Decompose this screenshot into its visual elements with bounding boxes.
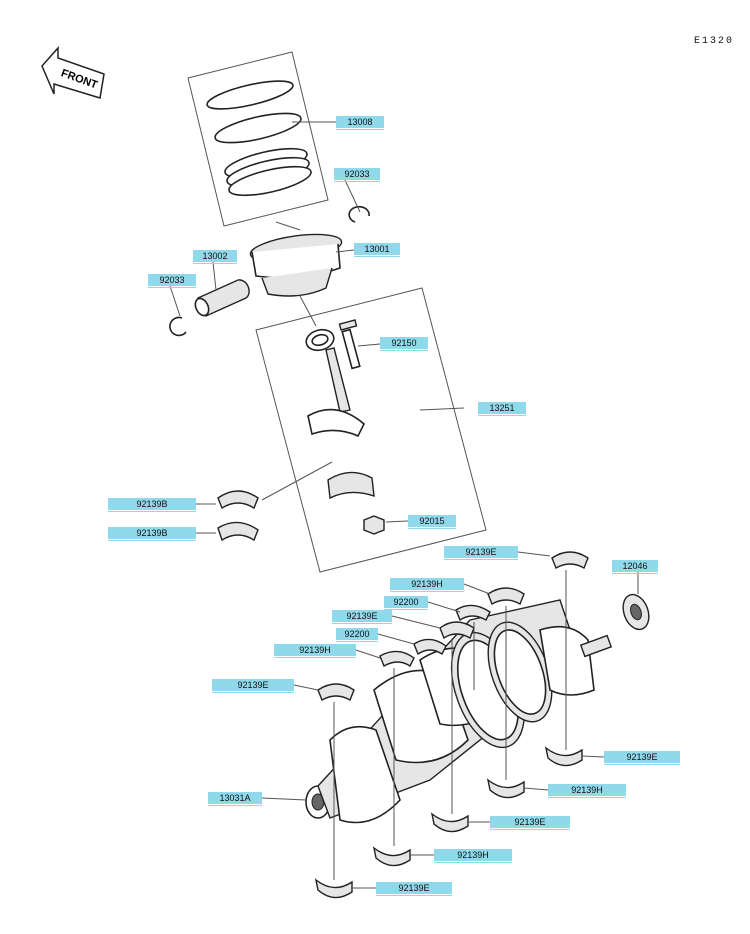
callout-13031A[interactable]: 13031A (208, 792, 262, 806)
main-bearing-shell-icon (317, 551, 589, 702)
callout-13001[interactable]: 13001 (354, 243, 400, 257)
rod-bearing-shell-icon (217, 490, 259, 542)
callout-92139E[interactable]: 92139E (604, 751, 680, 765)
callout-92139B[interactable]: 92139B (108, 527, 196, 541)
diagram-code: E1320 (694, 36, 735, 47)
callout-92200[interactable]: 92200 (336, 628, 378, 642)
callout-92139E[interactable]: 92139E (212, 679, 294, 693)
connecting-rod-icon (305, 328, 365, 438)
front-arrow-icon: FRONT (41, 46, 105, 99)
callout-92150[interactable]: 92150 (380, 337, 428, 351)
main-bearing-shell-lower-icon (314, 746, 583, 899)
callout-12046[interactable]: 12046 (612, 560, 658, 574)
conrod-bolt-icon (338, 319, 361, 370)
conrod-nut-icon (363, 515, 385, 535)
circlip-icon (169, 316, 187, 337)
callout-92139E[interactable]: 92139E (490, 816, 570, 830)
callout-92139E[interactable]: 92139E (444, 546, 518, 560)
callout-13002[interactable]: 13002 (193, 250, 237, 264)
callout-92139H[interactable]: 92139H (390, 578, 464, 592)
callout-92033[interactable]: 92033 (334, 168, 380, 182)
callout-92033[interactable]: 92033 (148, 274, 196, 288)
callout-92015[interactable]: 92015 (408, 515, 456, 529)
callout-13008[interactable]: 13008 (336, 116, 384, 130)
piston-icon (249, 221, 343, 297)
callout-92139H[interactable]: 92139H (548, 784, 626, 798)
sprocket-icon (622, 593, 650, 631)
callout-92139E[interactable]: 92139E (332, 610, 392, 624)
callout-92200[interactable]: 92200 (384, 596, 428, 610)
callout-92139H[interactable]: 92139H (274, 644, 356, 658)
piston-ring-icons (206, 80, 312, 197)
callout-92139E[interactable]: 92139E (376, 882, 452, 896)
piston-pin-icon (194, 279, 250, 317)
callout-92139H[interactable]: 92139H (434, 849, 512, 863)
ring-group-frame (187, 51, 329, 227)
callout-92139B[interactable]: 92139B (108, 498, 196, 512)
conrod-cap-icon (327, 471, 375, 500)
circlip-icon (348, 205, 370, 223)
callout-13251[interactable]: 13251 (478, 402, 526, 416)
conrod-group-frame (255, 287, 487, 573)
